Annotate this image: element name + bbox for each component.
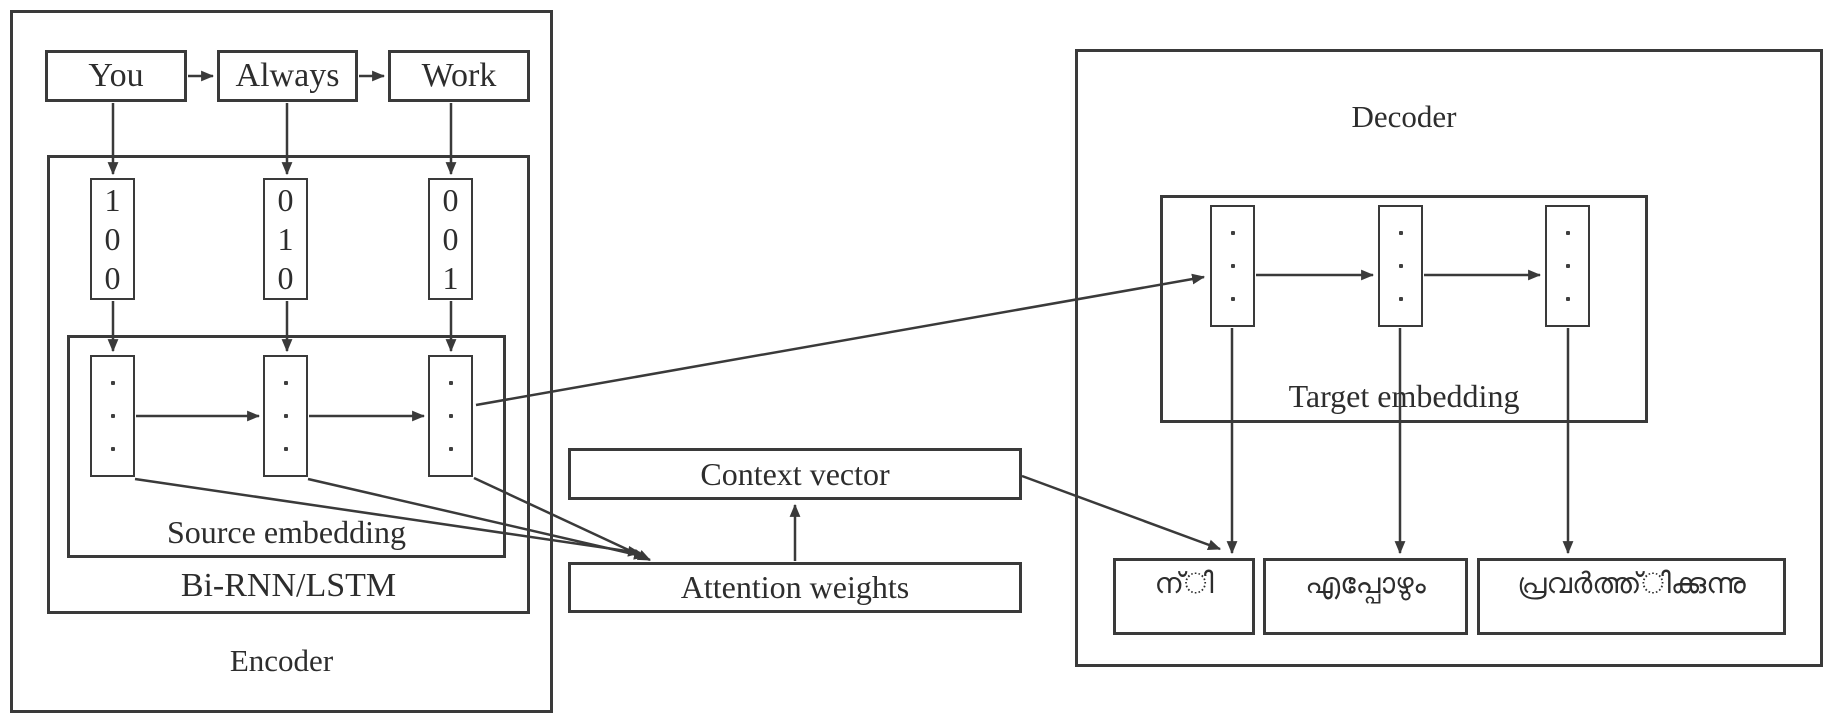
- one-hot-values: 0 0 1: [442, 181, 459, 296]
- target-word-3: പ്രവർത്ത്ിക്കുന്നു: [1477, 558, 1786, 635]
- ellipsis-dot: [110, 447, 115, 451]
- ellipsis-dot: [1230, 231, 1235, 235]
- ellipsis-dot: [1398, 264, 1403, 268]
- one-hot-vector-2: 0 1 0: [263, 178, 308, 300]
- one-hot-vector-3: 0 0 1: [428, 178, 473, 300]
- bi-rnn-lstm-label: Bi-RNN/LSTM: [180, 567, 397, 604]
- ellipsis-dot: [1230, 264, 1235, 268]
- one-hot-vector-1: 1 0 0: [90, 178, 135, 300]
- target-word-label: പ്രവർത്ത്ിക്കുന്നു: [1517, 568, 1746, 600]
- ellipsis-dot: [448, 447, 453, 451]
- ellipsis-dot: [283, 381, 288, 385]
- ellipsis-dot: [110, 381, 115, 385]
- ellipsis-dot: [448, 381, 453, 385]
- source-word-work: Work: [388, 50, 530, 102]
- context-vector-label: Context vector: [700, 455, 890, 492]
- decoder-rnn-cell-1: [1210, 205, 1255, 327]
- source-word-label: Always: [235, 57, 340, 94]
- ellipsis-dot: [283, 414, 288, 418]
- encoder-rnn-cell-2: [263, 355, 308, 477]
- ellipsis-dot: [110, 414, 115, 418]
- ellipsis-dot: [1565, 297, 1570, 301]
- encoder-rnn-cell-1: [90, 355, 135, 477]
- source-word-label: Work: [421, 57, 497, 94]
- ellipsis-dot: [283, 447, 288, 451]
- encoder-label: Encoder: [229, 643, 334, 678]
- ellipsis-dot: [448, 414, 453, 418]
- attention-weights-box: Attention weights: [568, 562, 1022, 613]
- target-word-label: എപ്പോഴും: [1305, 568, 1426, 600]
- encoder-rnn-cell-3: [428, 355, 473, 477]
- context-vector-box: Context vector: [568, 448, 1022, 500]
- ellipsis-dot: [1565, 231, 1570, 235]
- target-embedding-label: Target embedding: [1288, 378, 1520, 414]
- ellipsis-dot: [1398, 231, 1403, 235]
- one-hot-values: 1 0 0: [104, 181, 121, 296]
- target-word-1: ന്ി: [1113, 558, 1255, 635]
- ellipsis-dot: [1230, 297, 1235, 301]
- source-word-always: Always: [217, 50, 358, 102]
- target-word-2: എപ്പോഴും: [1263, 558, 1468, 635]
- attention-weights-label: Attention weights: [680, 569, 910, 605]
- decoder-rnn-cell-2: [1378, 205, 1423, 327]
- source-word-label: You: [88, 57, 144, 94]
- source-word-you: You: [45, 50, 187, 102]
- source-embedding-label: Source embedding: [166, 514, 407, 550]
- target-word-label: ന്ി: [1154, 568, 1214, 600]
- decoder-label: Decoder: [1351, 99, 1457, 134]
- one-hot-values: 0 1 0: [277, 181, 294, 296]
- decoder-rnn-cell-3: [1545, 205, 1590, 327]
- ellipsis-dot: [1565, 264, 1570, 268]
- ellipsis-dot: [1398, 297, 1403, 301]
